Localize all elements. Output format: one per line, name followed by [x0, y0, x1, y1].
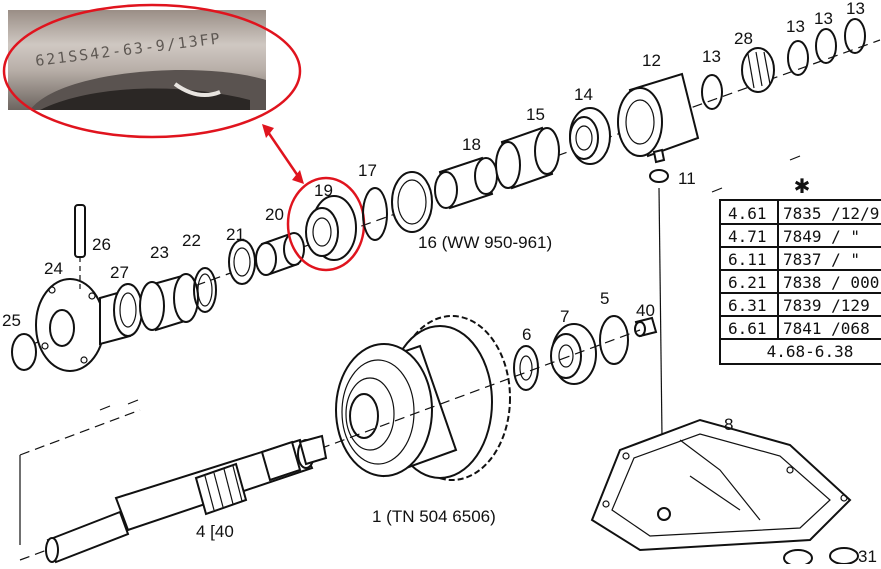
- lower-axis-line: [19, 329, 641, 561]
- part-19-bearing: [305, 195, 357, 261]
- part-16-ring: [391, 171, 433, 233]
- dash-mark: [127, 399, 139, 405]
- table-ratio: 6.61: [728, 319, 767, 338]
- label-part-20: 20: [265, 205, 284, 224]
- table-code: 7849 / ": [783, 227, 860, 246]
- part-21-needle-ring: [228, 239, 256, 285]
- label-part-13: 13: [846, 0, 865, 18]
- ratio-table: ✱ 4.61 7835 /12/9 4.71 7849 / " 6.11 783…: [719, 176, 881, 365]
- label-part-25: 25: [2, 311, 21, 330]
- part-6-washer: [513, 345, 539, 391]
- label-part-27: 27: [110, 263, 129, 282]
- label-part-15: 15: [526, 105, 545, 124]
- label-part-6: 6: [522, 325, 531, 344]
- table-ratio: 4.61: [728, 204, 767, 223]
- label-part-5: 5: [600, 289, 609, 308]
- part-22-circlip: [193, 267, 217, 313]
- part-4-shaft: [45, 434, 328, 564]
- label-part-31: 31: [858, 547, 877, 564]
- label-part-19: 19: [314, 181, 333, 200]
- part-12-housing: [617, 72, 700, 164]
- part-15-sleeve: [495, 126, 560, 190]
- label-part-7: 7: [560, 307, 569, 326]
- label-part-23: 23: [150, 243, 169, 262]
- part-31-bolts: [783, 547, 859, 567]
- label-part-40: 40: [636, 301, 655, 320]
- label-part-18: 18: [462, 135, 481, 154]
- label-part-1: 1 (TN 504 6506): [372, 507, 496, 526]
- label-part-16: 16 (WW 950-961): [418, 233, 552, 252]
- label-part-13: 13: [786, 17, 805, 36]
- part-27-needle-bearing: [113, 283, 143, 337]
- label-part-17: 17: [358, 161, 377, 180]
- label-part-24: 24: [44, 259, 63, 278]
- part-24-flange: [35, 278, 132, 372]
- table-code: 7837 / ": [783, 250, 860, 269]
- label-part-22: 22: [182, 231, 201, 250]
- label-part-4: 4 [40: [196, 522, 234, 541]
- table-ratio: 6.31: [728, 296, 767, 315]
- label-part-13: 13: [702, 47, 721, 66]
- part-40-plug: [634, 316, 658, 338]
- label-part-26: 26: [92, 235, 111, 254]
- label-part-28: 28: [734, 29, 753, 48]
- table-footer-range: 4.68-6.38: [767, 342, 854, 361]
- part-7-bearing: [550, 323, 597, 385]
- table-ratio: 4.71: [728, 227, 767, 246]
- table-code: 7839 /129: [783, 296, 870, 315]
- label-part-12: 12: [642, 51, 661, 70]
- parts-13-28-rings: [701, 18, 866, 110]
- label-part-13: 13: [814, 9, 833, 28]
- table-code: 7841 /068: [783, 319, 870, 338]
- dash-mark: [99, 405, 111, 411]
- part-26-pin: [74, 204, 86, 290]
- lower-left-guide: [19, 409, 141, 456]
- part-5-circlip: [599, 315, 629, 365]
- photo-callout-ellipse: [2, 3, 302, 139]
- part-25-plug: [11, 333, 37, 371]
- callout-arrow: [262, 124, 304, 184]
- label-part-11: 11: [678, 169, 696, 188]
- part-1-gear-housing: [335, 315, 511, 481]
- table-code: 7835 /12/9: [783, 204, 879, 223]
- bearing-photo-inset: 621SS42-63-9/13FP: [8, 10, 266, 110]
- dash-mark: [789, 155, 801, 161]
- label-part-8: 8: [724, 415, 733, 434]
- dash-mark: [711, 187, 723, 193]
- label-part-14: 14: [574, 85, 593, 104]
- part-23-ring: [139, 273, 199, 332]
- table-ratio: 6.21: [728, 273, 767, 292]
- part-18-sleeve: [434, 156, 498, 210]
- table-star-symbol: ✱: [794, 176, 811, 198]
- table-code: 7838 / 000: [783, 273, 879, 292]
- part-14-bearing: [569, 107, 611, 165]
- part-17-circlip: [362, 187, 388, 241]
- label-part-21: 21: [226, 225, 245, 244]
- part-8-cover-plate: [590, 418, 852, 552]
- table-ratio: 6.11: [728, 250, 767, 269]
